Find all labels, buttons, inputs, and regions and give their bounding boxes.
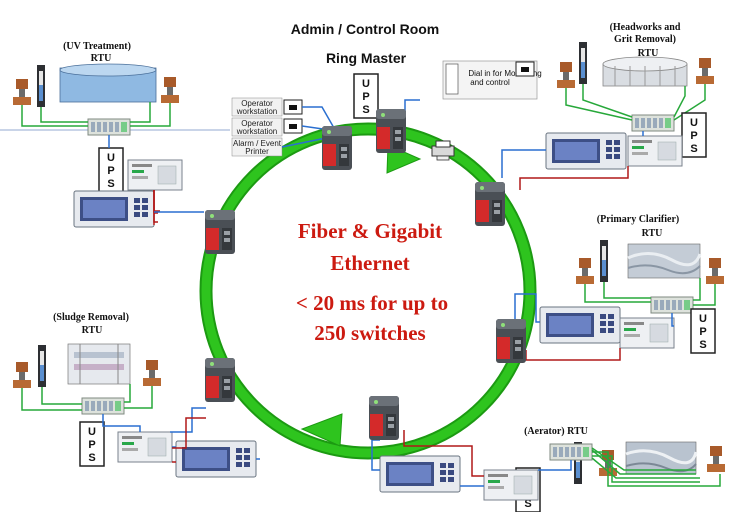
ups-letter: P [690, 130, 697, 142]
level-gauge-icon [37, 65, 45, 107]
plc-rack-icon [81, 397, 125, 415]
plc-rack-icon [650, 296, 694, 314]
rtu-sludge-removal: (Sludge Removal) RTU U P S [13, 312, 260, 478]
valve-actuator-icon [576, 258, 594, 284]
uv-tank [59, 63, 157, 103]
valve-actuator-icon [707, 446, 725, 472]
printer-icon [431, 140, 455, 161]
header-subtitle: Ring Master [326, 50, 407, 66]
valve-actuator-icon [706, 258, 724, 284]
rtu-label: (Primary Clarifier) [597, 214, 679, 225]
ups-letter: S [88, 452, 95, 464]
rtu-label: (Headworks and [610, 22, 681, 33]
ups-letter: P [362, 91, 369, 103]
ups-letter: U [107, 152, 115, 164]
ups-letter: S [699, 339, 706, 351]
ethernet-switch-icon [496, 319, 526, 363]
controller-icon [117, 431, 173, 463]
ethernet-switch-icon [369, 396, 399, 440]
ethernet-switch-icon [205, 210, 235, 254]
aerator-photo [625, 441, 698, 475]
monitor-icon [289, 105, 297, 110]
operator-1-line1: Operator [241, 99, 273, 108]
ups-letter: U [362, 78, 370, 90]
valve-actuator-icon [696, 58, 714, 84]
center-label: Fiber & Gigabit Ethernet < 20 ms for up … [296, 219, 448, 345]
ups-letter: S [524, 498, 531, 510]
plc-rack-icon [87, 118, 131, 136]
header-title: Admin / Control Room [291, 21, 440, 37]
hmi-panel-icon [379, 455, 461, 493]
ups-letter: U [88, 426, 96, 438]
plc-rack-icon [631, 114, 675, 132]
valve-actuator-icon [13, 362, 31, 388]
rtu-label: RTU [638, 48, 659, 59]
operator-2-line2: workstation [236, 127, 277, 136]
level-gauge-icon [38, 345, 46, 387]
dialin-line1: Dial in for Monitoring [468, 69, 541, 78]
center-line-1: Fiber & Gigabit [298, 219, 442, 243]
ups-letter: P [107, 165, 114, 177]
center-line-3: < 20 ms for up to [296, 291, 448, 315]
ups-letter: U [699, 313, 707, 325]
ups-letter: S [362, 104, 369, 116]
rtu-label: (Aerator) RTU [524, 426, 588, 437]
ups-letter: P [88, 439, 95, 451]
rtu-label: RTU [91, 53, 112, 64]
controller-icon [127, 159, 183, 191]
level-gauge-icon [579, 42, 587, 84]
printer-line2: Printer [245, 147, 269, 156]
clarifier-photo [627, 243, 702, 279]
center-line-2: Ethernet [330, 251, 409, 275]
valve-actuator-icon [557, 62, 575, 88]
level-gauge-icon [600, 240, 608, 282]
dialin-line2: and control [470, 78, 510, 87]
sludge-machine [67, 343, 131, 385]
controller-icon [619, 317, 675, 349]
printer-line1: Alarm / Event [233, 139, 282, 148]
ups-letter: P [699, 326, 706, 338]
ethernet-switch-icon [205, 358, 235, 402]
hmi-panel-icon [539, 306, 621, 344]
ups-letter: S [690, 143, 697, 155]
ethernet-switch-icon [322, 126, 352, 170]
rtu-label: (Sludge Removal) [53, 312, 129, 323]
rtu-uv-treatment: (UV Treatment) RTU U P S [13, 41, 235, 254]
ups-letter: U [690, 117, 698, 129]
center-line-4: 250 switches [314, 321, 425, 345]
control-room: U P S Operator workstation Operator work… [231, 60, 542, 170]
ups-letter: S [107, 178, 114, 190]
rtu-label: RTU [82, 325, 103, 336]
hmi-panel-icon [175, 440, 257, 478]
ethernet-switch-icon [376, 109, 406, 153]
headworks-building [602, 56, 688, 87]
hmi-panel-icon [545, 132, 627, 170]
rtu-label: (UV Treatment) [63, 41, 131, 52]
controller-icon [627, 135, 683, 167]
rtu-label: RTU [642, 228, 663, 239]
hmi-panel-icon [73, 190, 155, 228]
rtu-aerator: (Aerator) RTU U P S [369, 396, 725, 512]
valve-actuator-icon [13, 79, 31, 105]
ethernet-switch-icon [475, 182, 505, 226]
plc-rack-icon [549, 443, 593, 461]
valve-actuator-icon [161, 77, 179, 103]
ring-arrow-bottom [300, 413, 343, 447]
rtu-headworks: (Headworks and Grit Removal) RTU U P S [475, 22, 714, 226]
controller-icon [483, 469, 539, 501]
rtu-primary-clarifier: (Primary Clarifier) RTU U P S [496, 214, 724, 363]
operator-1-line2: workstation [236, 107, 277, 116]
rtu-label: Grit Removal) [614, 34, 676, 45]
valve-actuator-icon [143, 360, 161, 386]
phone-modem-icon [445, 63, 459, 95]
fiber-ring [199, 122, 537, 460]
monitor-icon [289, 124, 297, 129]
operator-2-line1: Operator [241, 119, 273, 128]
